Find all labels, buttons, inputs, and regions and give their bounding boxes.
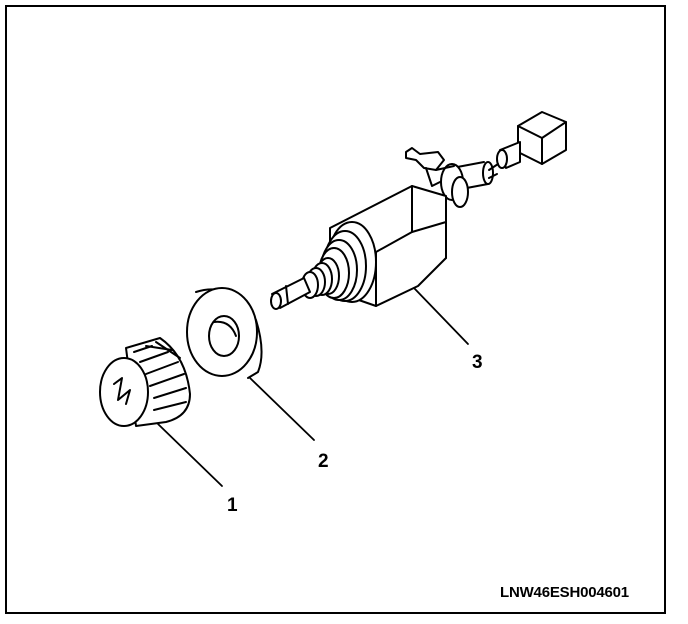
- callout-3: 3: [472, 352, 483, 373]
- knob: [99, 337, 191, 427]
- connector-plug: [496, 111, 567, 169]
- figure-frame: [5, 5, 666, 614]
- callout-2: 2: [318, 451, 329, 472]
- switch-assembly: [270, 111, 567, 310]
- leader-line-3: [413, 287, 469, 345]
- leader-lines: [157, 287, 469, 487]
- threaded-neck: [301, 257, 340, 299]
- rear-collar: [435, 163, 469, 208]
- shaft: [270, 277, 311, 310]
- latch-tab: [405, 147, 445, 187]
- leader-line-1: [157, 423, 223, 487]
- leader-line-2: [249, 377, 315, 441]
- bezel-nut: [186, 287, 263, 379]
- callout-1: 1: [227, 495, 238, 516]
- figure-id: LNW46ESH004601: [500, 584, 629, 601]
